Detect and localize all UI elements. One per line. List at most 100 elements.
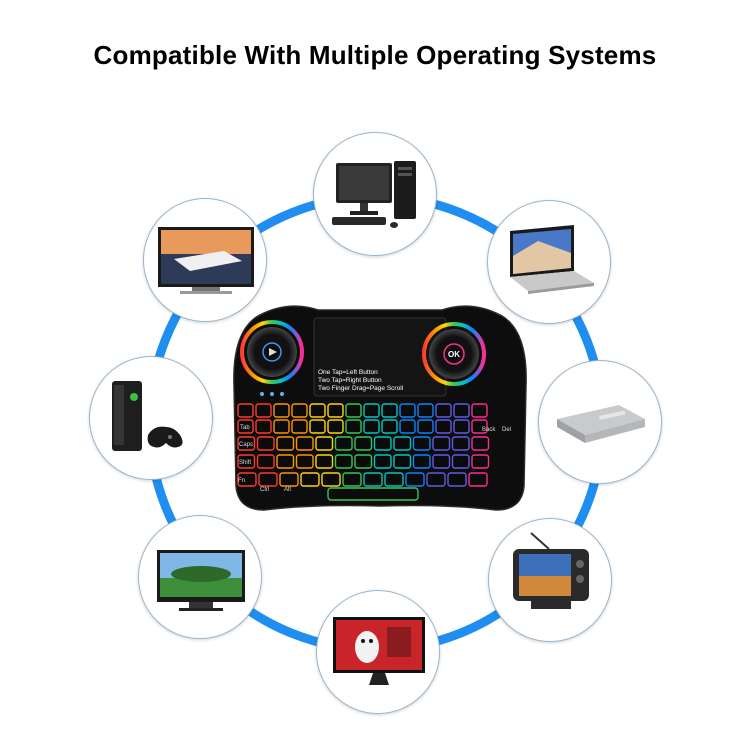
keyboard-key[interactable] <box>237 436 256 451</box>
keyboard-key[interactable] <box>354 436 373 451</box>
bubble-desktop <box>313 132 437 256</box>
touchpad-hint-1: One Tap=Left Button <box>318 369 378 376</box>
key-shift: Shift <box>239 460 251 466</box>
keyboard-key[interactable] <box>256 454 275 469</box>
keyboard-key[interactable] <box>417 419 434 434</box>
keyboard-key[interactable] <box>432 436 451 451</box>
keyboard-key[interactable] <box>399 403 416 418</box>
key-grid[interactable] <box>237 403 490 501</box>
keyboard-key[interactable] <box>309 403 326 418</box>
keyboard-key[interactable] <box>345 419 362 434</box>
flat-tv-icon <box>158 227 254 294</box>
keyboard-key[interactable] <box>363 419 380 434</box>
keyboard-key[interactable] <box>453 419 470 434</box>
wireless-mini-keyboard: One Tap=Left Button Two Tap=Right Button… <box>228 296 532 520</box>
keyboard-key[interactable] <box>447 472 467 487</box>
tv-box-icon <box>557 405 645 443</box>
keyboard-key[interactable] <box>258 472 278 487</box>
key-tab: Tab <box>240 425 250 431</box>
portable-tv-icon <box>513 532 589 609</box>
keyboard-key[interactable] <box>300 472 320 487</box>
keyboard-key[interactable] <box>381 419 398 434</box>
keyboard-key[interactable] <box>405 472 425 487</box>
ok-button-label: OK <box>448 350 460 359</box>
bubble-laptop <box>487 200 611 324</box>
keyboard-key[interactable] <box>451 436 470 451</box>
keyboard-key[interactable] <box>435 419 452 434</box>
bubble-smart-tv <box>316 590 440 714</box>
keyboard-key[interactable] <box>255 419 272 434</box>
left-media-pad[interactable] <box>240 320 304 384</box>
bubble-monitor <box>138 515 262 639</box>
keyboard-key[interactable] <box>295 436 314 451</box>
keyboard-key[interactable] <box>471 454 490 469</box>
keyboard-key[interactable] <box>309 419 326 434</box>
key-del: Del <box>502 427 511 433</box>
keyboard-key[interactable] <box>321 472 341 487</box>
key-alt: Alt <box>284 487 291 493</box>
keyboard-key[interactable] <box>279 472 299 487</box>
key-caps: Caps <box>239 442 253 448</box>
desktop-computer-icon <box>332 161 416 228</box>
keyboard-key[interactable] <box>417 403 434 418</box>
keyboard-key[interactable] <box>237 403 254 418</box>
touchpad-hint-2: Two Tap=Right Button <box>318 377 382 384</box>
keyboard-key[interactable] <box>393 454 412 469</box>
space-key[interactable] <box>327 487 419 501</box>
keyboard-key[interactable] <box>373 436 392 451</box>
keyboard-key[interactable] <box>327 403 344 418</box>
headline: Compatible With Multiple Operating Syste… <box>93 40 657 70</box>
keyboard-key[interactable] <box>295 454 314 469</box>
keyboard-key[interactable] <box>373 454 392 469</box>
keyboard-key[interactable] <box>451 454 470 469</box>
bubble-game-console <box>89 356 213 480</box>
keyboard-key[interactable] <box>363 472 383 487</box>
keyboard-key[interactable] <box>273 403 290 418</box>
keyboard-key[interactable] <box>276 436 295 451</box>
laptop-icon <box>510 225 594 294</box>
keyboard-key[interactable] <box>453 403 470 418</box>
keyboard-key[interactable] <box>237 472 257 487</box>
keyboard-key[interactable] <box>256 436 275 451</box>
game-console-icon <box>112 381 183 451</box>
keyboard-key[interactable] <box>315 436 334 451</box>
keyboard-key[interactable] <box>412 436 431 451</box>
keyboard-key[interactable] <box>354 454 373 469</box>
keyboard-key[interactable] <box>291 419 308 434</box>
keyboard-key[interactable] <box>237 454 256 469</box>
keyboard-key[interactable] <box>315 454 334 469</box>
keyboard-key[interactable] <box>334 454 353 469</box>
touchpad-hint-3: Two Finger Drag=Page Scroll <box>318 385 404 392</box>
keyboard-key[interactable] <box>471 436 490 451</box>
keyboard-key[interactable] <box>327 419 344 434</box>
keyboard-key[interactable] <box>399 419 416 434</box>
keyboard-key[interactable] <box>412 454 431 469</box>
bubble-portable-tv <box>488 518 612 642</box>
key-ctrl: Ctrl <box>260 487 269 493</box>
keyboard-key[interactable] <box>381 403 398 418</box>
keyboard-key[interactable] <box>471 419 488 434</box>
keyboard-key[interactable] <box>334 436 353 451</box>
keyboard-key[interactable] <box>345 403 362 418</box>
keyboard-key[interactable] <box>291 403 308 418</box>
keyboard-key[interactable] <box>363 403 380 418</box>
keyboard-key[interactable] <box>276 454 295 469</box>
keyboard-key[interactable] <box>393 436 412 451</box>
keyboard-key[interactable] <box>471 403 488 418</box>
bubble-flat-tv <box>143 198 267 322</box>
bubble-tv-box <box>538 360 662 484</box>
smart-tv-icon <box>333 617 425 685</box>
keyboard-key[interactable] <box>273 419 290 434</box>
monitor-icon <box>157 550 245 611</box>
keyboard-key[interactable] <box>342 472 362 487</box>
keyboard-key[interactable] <box>384 472 404 487</box>
keyboard-key[interactable] <box>432 454 451 469</box>
key-fn: Fn <box>238 478 245 484</box>
keyboard-key[interactable] <box>237 419 254 434</box>
keyboard-key[interactable] <box>426 472 446 487</box>
keyboard-key[interactable] <box>435 403 452 418</box>
keyboard-key[interactable] <box>255 403 272 418</box>
keyboard-key[interactable] <box>468 472 488 487</box>
right-direction-pad[interactable]: OK <box>422 322 486 386</box>
key-back: Back <box>482 427 496 433</box>
